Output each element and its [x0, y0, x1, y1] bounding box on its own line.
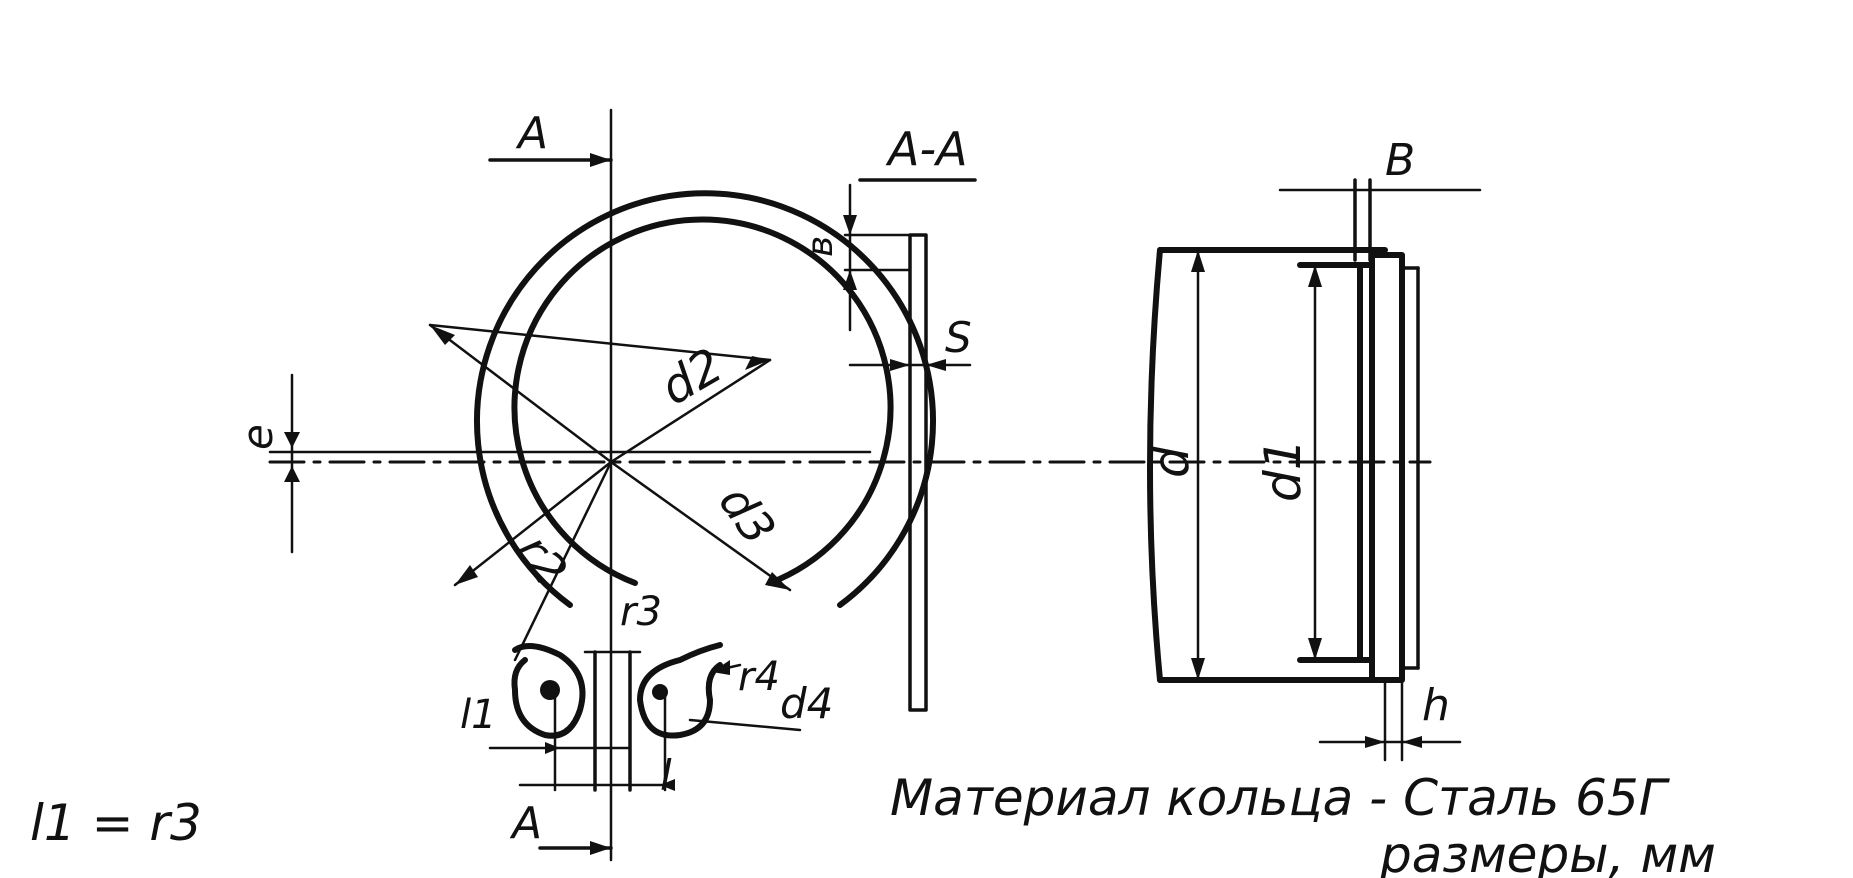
section-title: A-A [885, 122, 968, 176]
label-d1: d1 [1254, 438, 1312, 502]
left-hole-center [540, 680, 560, 700]
r2-leader [453, 460, 613, 587]
label-d4: d4 [780, 679, 833, 728]
ring-right-lug [637, 642, 723, 739]
shaft-view [1147, 178, 1482, 762]
section-aa-view [843, 178, 977, 712]
ring-front-view [474, 190, 936, 792]
label-l: l [660, 751, 672, 800]
section-mark-bottom: A [509, 798, 542, 849]
units-note: размеры, мм [1379, 826, 1716, 878]
label-b-small: в [800, 236, 841, 257]
ring-inner-contour [511, 216, 894, 586]
label-e: e [233, 424, 282, 450]
label-r3: r3 [620, 589, 662, 635]
label-s: S [945, 313, 972, 362]
label-l1: l1 [460, 692, 497, 738]
r3-leader [513, 460, 613, 662]
section-mark-top: A [515, 108, 548, 159]
label-b: B [1385, 135, 1415, 186]
d2-leader [428, 323, 772, 362]
material-note: Материал кольца - Сталь 65Г [890, 769, 1671, 827]
d3-leader [609, 460, 792, 592]
label-r4: r4 [738, 654, 780, 700]
formula-note: l1 = r3 [30, 794, 202, 852]
ring-left-lug [511, 643, 586, 739]
label-d: d [1142, 446, 1200, 478]
label-d3: d3 [708, 476, 786, 555]
label-h: h [1422, 680, 1450, 731]
